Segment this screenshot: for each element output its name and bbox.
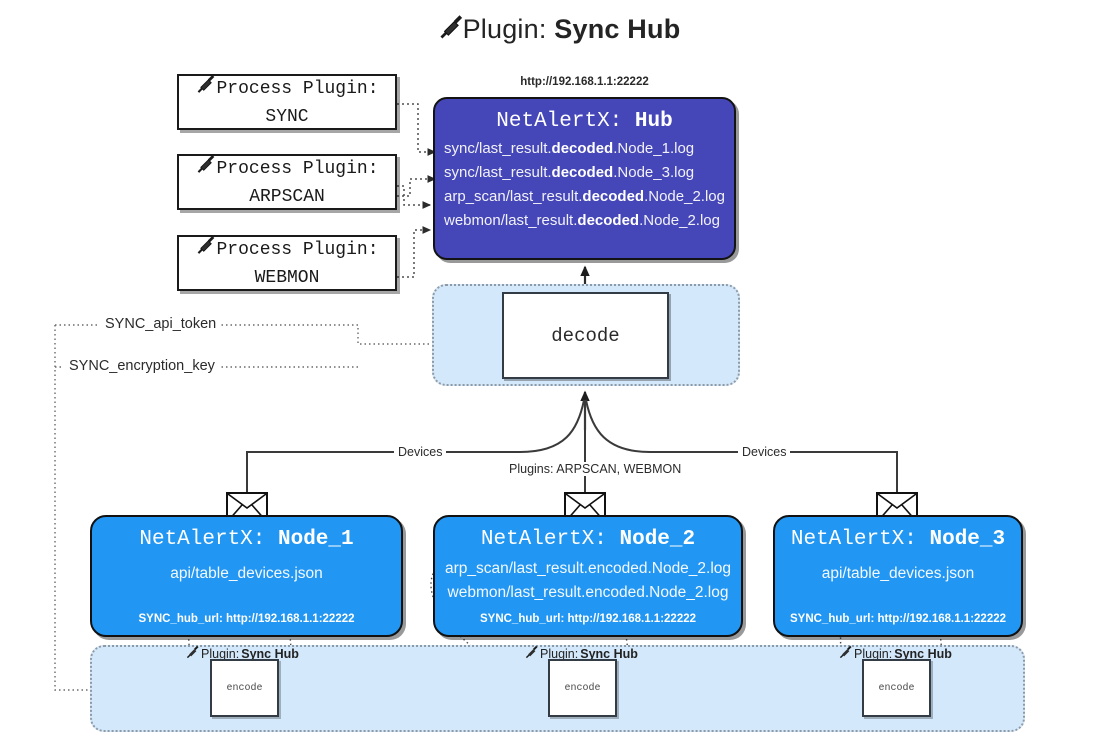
process-plugin-label: Process Plugin: <box>216 158 379 179</box>
node-data-line: webmon/last_result.encoded.Node_2.log <box>447 584 729 601</box>
process-plugin-name: SYNC <box>265 106 309 127</box>
hub-url-label: http://192.168.1.1:22222 <box>520 76 649 88</box>
hub-log-line: arp_scan/last_result.decoded.Node_2.log <box>444 188 725 205</box>
node-data-line: arp_scan/last_result.encoded.Node_2.log <box>444 560 732 577</box>
node-data-line: api/table_devices.json <box>170 565 323 582</box>
process-plugin-box-webmon[interactable]: Process Plugin: WEBMON <box>177 235 397 291</box>
hub-app-name: NetAlertX: <box>496 110 623 133</box>
node-box-node-3[interactable]: NetAlertX: Node_3 api/table_devices.json… <box>773 515 1023 637</box>
plug-icon <box>195 154 215 183</box>
node-hub-url: SYNC_hub_url: http://192.168.1.1:22222 <box>789 613 1007 625</box>
node-name: Node_2 <box>619 528 696 551</box>
plug-icon <box>195 74 215 103</box>
edge-label-devices-left: Devices <box>394 445 447 459</box>
edge-label-plugins: Plugins: ARPSCAN, WEBMON <box>505 462 686 476</box>
edge-label-devices-right: Devices <box>738 445 791 459</box>
plug-icon <box>437 14 463 47</box>
node-data-line: api/table_devices.json <box>821 565 975 582</box>
hub-log-line: sync/last_result.decoded.Node_1.log <box>444 140 695 157</box>
hub-box[interactable]: NetAlertX: Hub sync/last_result.decoded.… <box>433 97 736 260</box>
process-plugin-label: Process Plugin: <box>216 239 379 260</box>
node-app-name: NetAlertX: <box>139 528 266 551</box>
title-prefix: Plugin: <box>462 14 547 44</box>
node-name: Node_1 <box>278 528 354 551</box>
encoder-plugin-label-2: Plugin: Sync Hub <box>524 645 638 662</box>
node-app-name: NetAlertX: <box>480 528 607 551</box>
process-plugin-name: WEBMON <box>254 267 320 288</box>
plug-icon <box>195 235 215 264</box>
encode-box-node-3[interactable]: encode <box>862 659 931 717</box>
encode-box-node-2[interactable]: encode <box>548 659 617 717</box>
node-title: NetAlertX: Node_1 <box>92 528 401 551</box>
process-plugin-box-arpscan[interactable]: Process Plugin: ARPSCAN <box>177 154 397 210</box>
hub-title: NetAlertX: Hub <box>435 110 734 133</box>
encoder-plugin-label-1: Plugin: Sync Hub <box>185 645 299 662</box>
node-hub-url: SYNC_hub_url: http://192.168.1.1:22222 <box>138 613 355 625</box>
process-plugin-box-sync[interactable]: Process Plugin: SYNC <box>177 74 397 130</box>
hub-log-line: sync/last_result.decoded.Node_3.log <box>444 164 695 181</box>
node-title: NetAlertX: Node_2 <box>435 528 741 551</box>
node-box-node-1[interactable]: NetAlertX: Node_1 api/table_devices.json… <box>90 515 403 637</box>
sync-api-token-label: SYNC_api_token <box>100 316 222 332</box>
plug-icon <box>838 645 852 662</box>
node-box-node-2[interactable]: NetAlertX: Node_2 arp_scan/last_result.e… <box>433 515 743 637</box>
encoder-plugin-label-3: Plugin: Sync Hub <box>838 645 952 662</box>
plug-icon <box>185 645 199 662</box>
node-hub-url: SYNC_hub_url: http://192.168.1.1:22222 <box>479 613 697 625</box>
page-title: Plugin: Sync Hub <box>0 14 1117 47</box>
node-name: Node_3 <box>929 528 1006 551</box>
decode-box[interactable]: decode <box>502 292 669 379</box>
process-plugin-name: ARPSCAN <box>249 186 325 207</box>
hub-log-line: webmon/last_result.decoded.Node_2.log <box>444 212 720 229</box>
plug-icon <box>524 645 538 662</box>
node-app-name: NetAlertX: <box>790 528 917 551</box>
process-plugin-label: Process Plugin: <box>216 78 379 99</box>
node-title: NetAlertX: Node_3 <box>775 528 1021 551</box>
hub-node-name: Hub <box>634 110 673 133</box>
title-name: Sync Hub <box>554 14 681 44</box>
sync-encryption-key-label: SYNC_encryption_key <box>64 358 220 374</box>
encode-box-node-1[interactable]: encode <box>210 659 279 717</box>
